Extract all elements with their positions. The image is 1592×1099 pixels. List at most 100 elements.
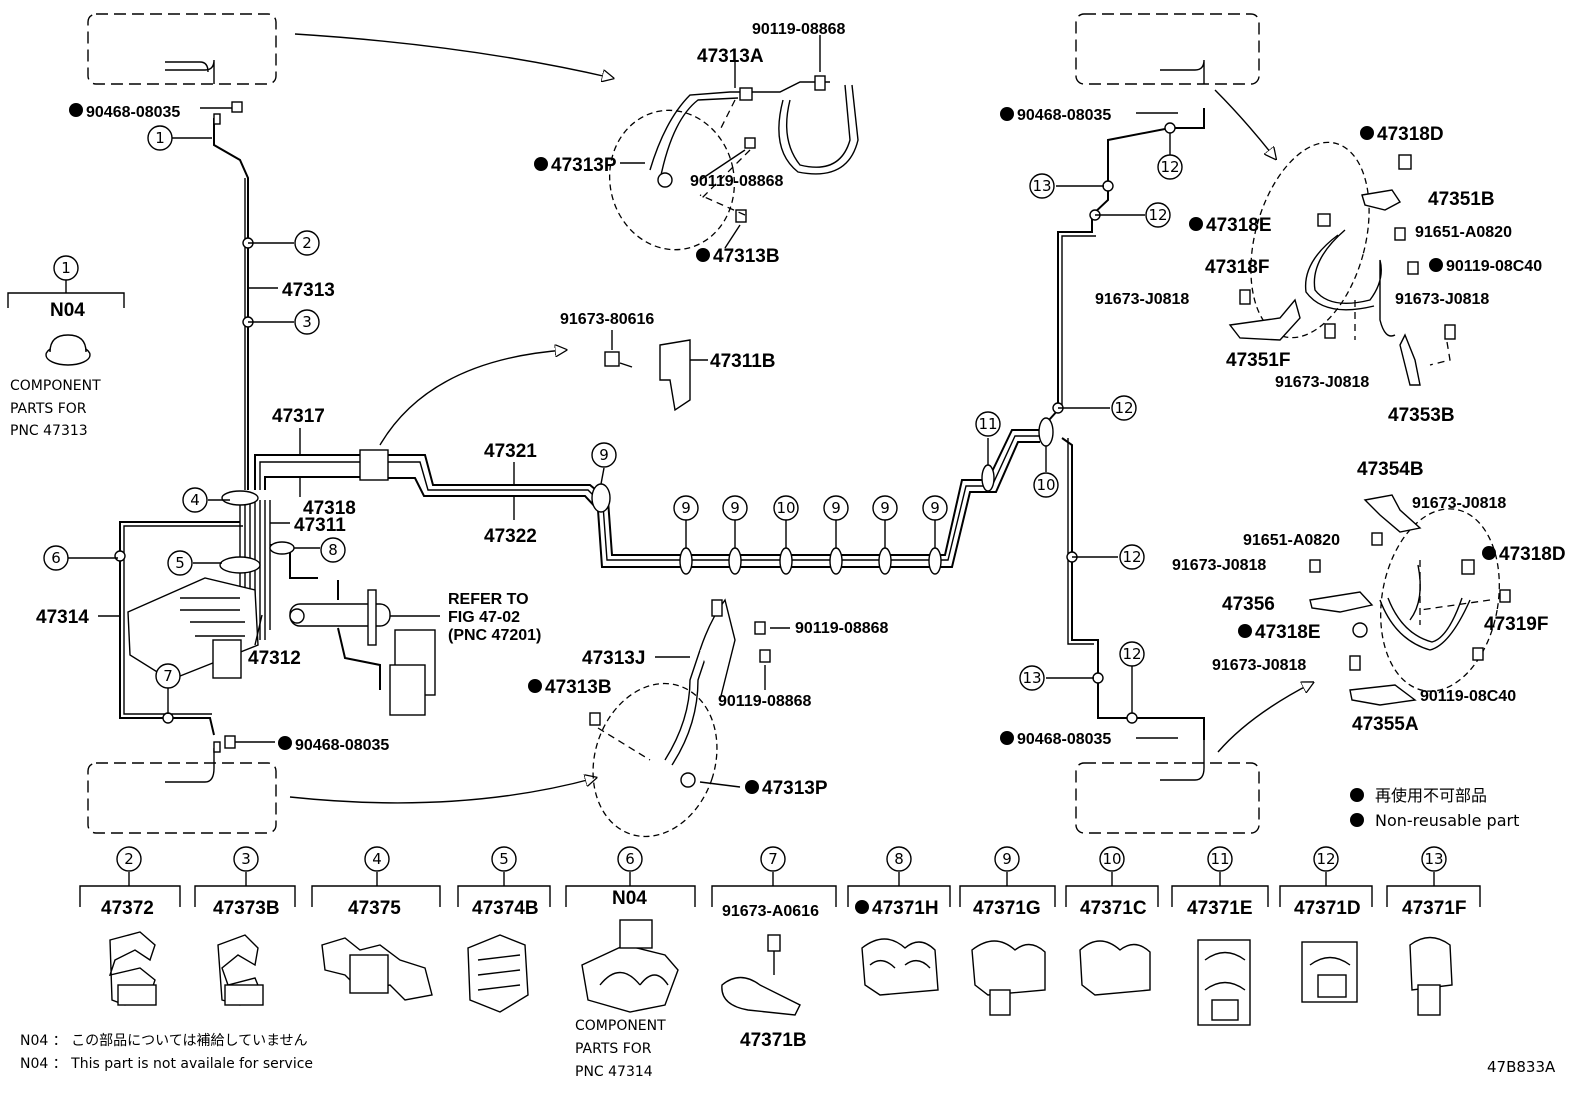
svg-text:90119-08868: 90119-08868: [795, 620, 889, 637]
callout-9b: 9: [673, 495, 699, 521]
clamp-icon-47371G: [971, 940, 1046, 1016]
component-parts-left: N04 COMPONENT PARTS FOR PNC 47313: [10, 300, 101, 439]
callout-6: 6: [43, 545, 69, 571]
svg-text:1: 1: [155, 129, 165, 147]
svg-text:91651-A0820: 91651-A0820: [1415, 224, 1512, 241]
svg-text:47371H: 47371H: [872, 898, 939, 919]
callout-8: 8: [320, 537, 346, 563]
svg-text:7: 7: [163, 667, 173, 685]
clamp-callout-13: 13: [1421, 846, 1447, 872]
svg-text:47313P: 47313P: [762, 778, 828, 799]
svg-text:Non-reusable part: Non-reusable part: [1375, 811, 1519, 830]
hose-detail-bottom-right: [1309, 494, 1511, 706]
notes: N04 ： この部品については補給していません N04 ： This part …: [20, 1033, 313, 1072]
svg-text:3: 3: [241, 850, 251, 868]
callout-9d: 9: [823, 495, 849, 521]
svg-text:12: 12: [1114, 399, 1133, 417]
clamp-icon-47371F: [1409, 936, 1453, 1016]
clamp-callout-6: 6: [617, 846, 643, 872]
svg-text:2: 2: [124, 850, 134, 868]
tube-47321-47322: [359, 409, 1059, 568]
svg-text:91673-J0818: 91673-J0818: [1095, 291, 1189, 308]
bracket-47311B: [604, 330, 708, 412]
clamp-icon-47375: [321, 937, 433, 1001]
svg-text:47313B: 47313B: [545, 677, 612, 698]
callout-component-1: 1: [53, 255, 79, 281]
svg-text:47371G: 47371G: [973, 898, 1041, 919]
clamp-icon-47371B: [721, 934, 801, 1016]
svg-text:91673-J0818: 91673-J0818: [1212, 657, 1306, 674]
clamp-icon-47372: [108, 931, 157, 1006]
svg-text:9: 9: [930, 499, 940, 517]
clamp-callout-4: 4: [364, 846, 390, 872]
callout-9c: 9: [722, 495, 748, 521]
svg-text:90119-08868: 90119-08868: [718, 693, 812, 710]
svg-text:47353B: 47353B: [1388, 405, 1455, 426]
part-leaders: [98, 101, 1178, 753]
svg-text:PNC 47313: PNC 47313: [10, 423, 88, 439]
svg-text:47371C: 47371C: [1080, 898, 1147, 919]
callout-4: 4: [182, 487, 208, 513]
svg-text:N04: N04: [50, 300, 85, 321]
callout-10a: 10: [773, 495, 799, 521]
svg-text:47318F: 47318F: [1205, 257, 1269, 278]
svg-text:91673-J0818: 91673-J0818: [1395, 291, 1489, 308]
clamp-icon-47371E: [1197, 939, 1251, 1026]
refer-to-note: REFER TO FIG 47-02 (PNC 47201): [448, 591, 541, 644]
label-47313: 47313: [282, 280, 335, 301]
callout-3: 3: [294, 309, 320, 335]
panel-bottom-left: [87, 748, 277, 834]
svg-text:91673-80616: 91673-80616: [560, 311, 654, 328]
svg-text:9: 9: [730, 499, 740, 517]
hose-detail-top-left: [608, 35, 859, 251]
svg-text:5: 5: [175, 554, 185, 572]
svg-text:12: 12: [1122, 645, 1141, 663]
tube-right-front: [1057, 108, 1205, 410]
clamp-callout-12: 12: [1313, 846, 1339, 872]
legend-dot-jp: [1350, 788, 1364, 802]
svg-text:13: 13: [1032, 177, 1051, 195]
svg-text:13: 13: [1022, 669, 1041, 687]
clamp-icon-47371D: [1301, 941, 1358, 1003]
tube-47313: [213, 118, 249, 490]
panel-top-right: [1075, 13, 1260, 85]
svg-text:91651-A0820: 91651-A0820: [1243, 532, 1340, 549]
clamp-callout-7: 7: [760, 846, 786, 872]
svg-text:47354B: 47354B: [1357, 459, 1424, 480]
svg-text:11: 11: [978, 415, 997, 433]
svg-text:47313P: 47313P: [551, 155, 617, 176]
callout-9e: 9: [872, 495, 898, 521]
svg-text:91673-J0818: 91673-J0818: [1412, 495, 1506, 512]
label-47321: 47321: [484, 441, 537, 462]
svg-text:9: 9: [1002, 850, 1012, 868]
clamp-callout-8: 8: [886, 846, 912, 872]
svg-text:FIG 47-02: FIG 47-02: [448, 609, 520, 626]
svg-text:5: 5: [499, 850, 509, 868]
svg-text:N04 ： この部品については補給していません: N04 ： この部品については補給していません: [20, 1033, 308, 1049]
svg-text:12: 12: [1148, 206, 1167, 224]
svg-text:12: 12: [1160, 158, 1179, 176]
svg-text:PARTS FOR: PARTS FOR: [10, 401, 87, 417]
svg-text:2: 2: [302, 234, 312, 252]
svg-text:PNC 47314: PNC 47314: [575, 1064, 653, 1080]
svg-text:6: 6: [51, 549, 61, 567]
tube-right-rear: [1061, 437, 1205, 740]
clamp-icon-47371H: [861, 938, 939, 996]
svg-text:4: 4: [372, 850, 382, 868]
svg-text:47371E: 47371E: [1187, 898, 1253, 919]
svg-text:47375: 47375: [348, 898, 401, 919]
svg-text:47313J: 47313J: [582, 648, 645, 669]
svg-text:47318E: 47318E: [1206, 215, 1272, 236]
svg-text:9: 9: [681, 499, 691, 517]
label-90468-bl: 90468-08035: [295, 737, 389, 754]
svg-text:47351F: 47351F: [1226, 350, 1290, 371]
bracket-mid-labels: 91673-80616 47311B: [560, 311, 776, 372]
svg-text:再使用不可部品: 再使用不可部品: [1375, 786, 1487, 805]
label-47318: 47318: [303, 498, 356, 519]
svg-text:12: 12: [1316, 850, 1335, 868]
callout-13a: 13: [1029, 173, 1055, 199]
panel-bottom-right: [1075, 740, 1260, 834]
clamp-callout-3: 3: [233, 846, 259, 872]
svg-text:90119-08868: 90119-08868: [690, 173, 784, 190]
